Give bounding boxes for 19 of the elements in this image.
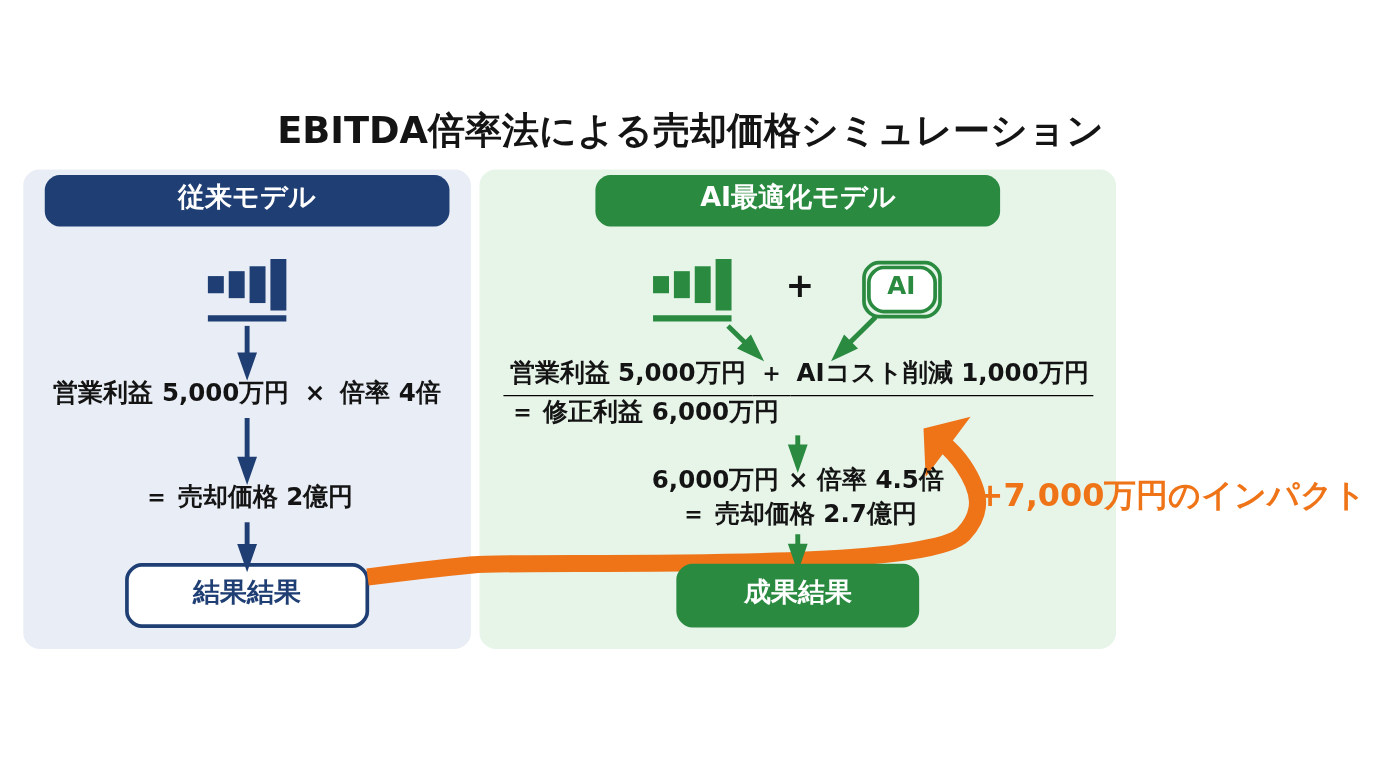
arrow — [237, 325, 258, 381]
node-text: ＝ 売却価格 2億円 — [144, 481, 354, 511]
node-text: 6,000万円 × 倍率 4.5倍 ＝ 売却価格 2.7億円 — [651, 464, 944, 528]
node-label: 営業利益 5,000万円 — [509, 357, 746, 387]
node-box: 結果結果 — [125, 563, 370, 629]
node-label: ＝ 修正利益 6,000万円 — [509, 397, 780, 427]
node-box: AI — [862, 260, 942, 319]
arrow — [831, 315, 878, 362]
arrow — [237, 522, 258, 573]
arrow — [237, 417, 258, 486]
arrow — [366, 416, 986, 586]
edge-label: +7,000万円のインパクト — [976, 476, 1367, 515]
node-box: 成果結果 — [676, 563, 920, 628]
node-label: AIコスト削減 1,000万円 — [796, 357, 1089, 387]
arrow — [726, 324, 765, 362]
node-label: ＋ — [758, 357, 784, 387]
node-text: 営業利益 5,000万円 × 倍率 4倍 — [53, 377, 441, 407]
label: + — [785, 264, 815, 305]
diagram-title: EBITDA倍率法による売却価格シミュレーション — [277, 109, 1105, 153]
